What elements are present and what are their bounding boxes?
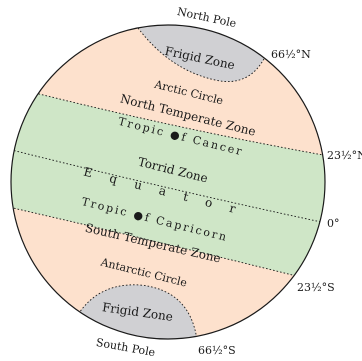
tropic-of-cancer-line bbox=[11, 83, 325, 159]
torrid-zone bbox=[11, 84, 325, 287]
arctic-circle-line bbox=[137, 27, 267, 82]
lat-66s-label: 66½°S bbox=[198, 344, 236, 357]
globe-outline bbox=[10, 24, 326, 340]
lat-23n-label: 23½°N bbox=[327, 149, 362, 162]
equator-line bbox=[11, 146, 325, 227]
south-frigid-zone bbox=[55, 284, 200, 339]
antarctic-circle-line bbox=[69, 284, 198, 339]
north-frigid-zone bbox=[130, 25, 270, 82]
lat-66n-label: 66½°N bbox=[271, 48, 311, 61]
south-pole-label: South Pole bbox=[95, 336, 156, 359]
lat-23s-label: 23½°S bbox=[297, 281, 335, 294]
lat-0-label: 0° bbox=[327, 217, 340, 230]
